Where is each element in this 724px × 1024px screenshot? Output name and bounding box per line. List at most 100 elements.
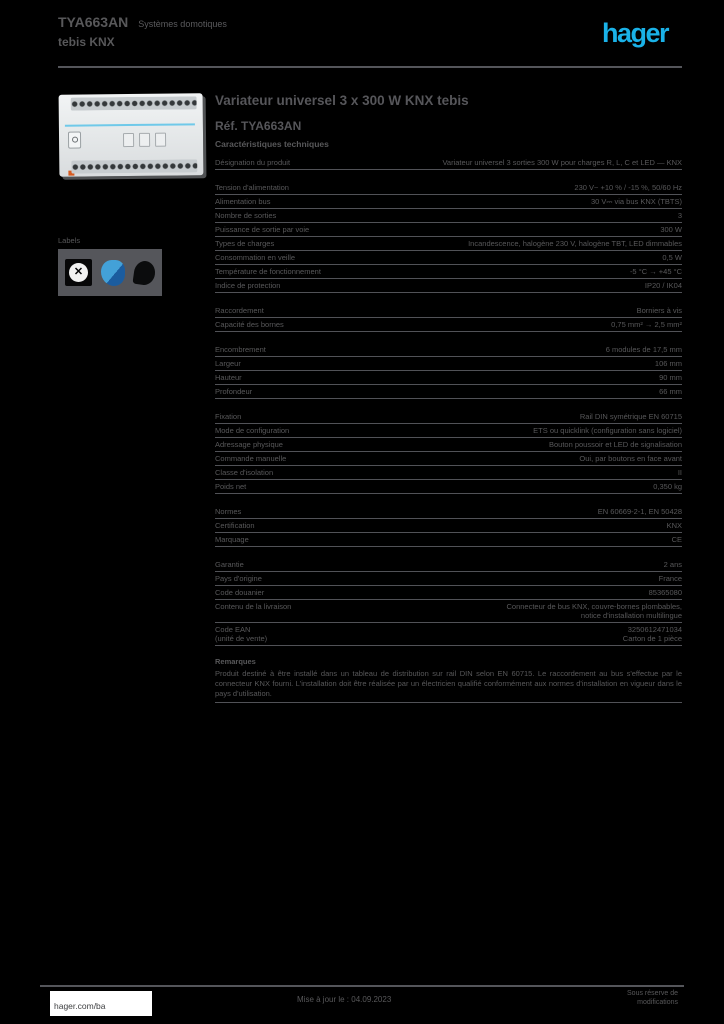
page-title: Variateur universel 3 x 300 W KNX tebis: [215, 93, 469, 108]
footer-updated-date: Mise à jour le : 04.09.2023: [297, 995, 392, 1004]
terminal-strip-bottom: [71, 159, 198, 174]
spec-row: Classe d'isolation II: [215, 466, 682, 480]
module-button: [122, 132, 135, 148]
spec-label: Poids net: [215, 482, 247, 491]
lamp-symbol-icon: [67, 131, 82, 149]
spec-row: Normes EN 60669-2-1, EN 50428: [215, 505, 682, 519]
spec-value: 6 modules de 17,5 mm: [605, 345, 682, 354]
knx-config-icon: ✕: [65, 259, 92, 286]
spec-label: Contenu de la livraison: [215, 602, 292, 611]
product-photo: [57, 86, 208, 182]
spec-value: Bouton poussoir et LED de signalisation: [548, 440, 682, 449]
spec-value: 230 V~ +10 % / -15 %, 50/60 Hz: [574, 183, 682, 192]
spec-label: Marquage: [215, 535, 249, 544]
spec-row: Poids net 0,350 kg: [215, 480, 682, 494]
spec-label: Nombre de sorties: [215, 211, 277, 220]
spec-label: Commande manuelle: [215, 454, 287, 463]
spec-value: 3: [677, 211, 682, 220]
spec-label: Indice de protection: [215, 281, 281, 290]
labels-caption: Labels: [58, 236, 81, 245]
spec-label: Garantie: [215, 560, 244, 569]
section-heading: Caractéristiques techniques: [215, 139, 329, 149]
spec-label: Certification: [215, 521, 255, 530]
spec-row: Garantie 2 ans: [215, 558, 682, 572]
spec-value: CE: [671, 535, 682, 544]
spec-row: Contenu de la livraison Connecteur de bus…: [215, 600, 682, 623]
spec-value: IP20 / IK04: [644, 281, 682, 290]
header: TYA663AN Systèmes domotiques: [58, 14, 227, 30]
spec-row: Adressage physique Bouton poussoir et LED…: [215, 438, 682, 452]
spec-row: Tension d'alimentation 230 V~ +10 % / -15…: [215, 181, 682, 195]
spec-label: Hauteur: [215, 373, 242, 382]
spec-value: France: [658, 574, 682, 583]
footer-website-box: hager.com/ba: [50, 991, 152, 1016]
spec-row: Puissance de sortie par voie 300 W: [215, 223, 682, 237]
spec-label: Classe d'isolation: [215, 468, 274, 477]
spec-value: EN 60669-2-1, EN 50428: [597, 507, 682, 516]
product-family: tebis KNX: [58, 35, 115, 49]
spec-value: 106 mm: [654, 359, 682, 368]
spec-value: 85365080: [648, 588, 682, 597]
spec-row: Fixation Rail DIN symétrique EN 60715: [215, 410, 682, 424]
spec-label: Encombrement: [215, 345, 266, 354]
spec-label: Mode de configuration: [215, 426, 290, 435]
spec-label: Raccordement: [215, 306, 264, 315]
spec-row: Encombrement 6 modules de 17,5 mm: [215, 343, 682, 357]
spec-label: Adressage physique: [215, 440, 283, 449]
hager-logo: hager: [601, 18, 670, 48]
spec-value: 30 V⎓ via bus KNX (TBTS): [590, 197, 682, 206]
spec-row: Nombre de sorties 3: [215, 209, 682, 223]
spec-value: Rail DIN symétrique EN 60715: [579, 412, 682, 421]
product-range: Systèmes domotiques: [138, 19, 227, 29]
footer-disclaimer: Sous réserve de modifications: [627, 990, 678, 1006]
spec-label: Désignation du produit: [215, 158, 291, 167]
module-button: [138, 132, 151, 147]
spec-value: 0,5 W: [662, 253, 682, 262]
note-text: Produit destiné à être installé dans un …: [215, 669, 682, 703]
reference-line: Réf. TYA663AN: [215, 119, 302, 133]
spec-label: Tension d'alimentation: [215, 183, 289, 192]
spec-value: 0,350 kg: [653, 482, 682, 491]
din-module-body: [58, 93, 204, 177]
spec-label: Alimentation bus: [215, 197, 271, 206]
note-block: Remarques Produit destiné à être install…: [215, 657, 682, 703]
spec-value: 300 W: [660, 225, 682, 234]
spec-value: KNX: [666, 521, 682, 530]
spec-section: Tension d'alimentation 230 V~ +10 % / -15…: [215, 181, 682, 293]
spec-value: -5 °C → +45 °C: [629, 267, 682, 276]
spec-row: Certification KNX: [215, 519, 682, 533]
spec-value: Incandescence, halogène 230 V, halogène …: [468, 239, 682, 248]
spec-label: Code EAN(unité de vente): [215, 625, 268, 643]
spec-label: Code douanier: [215, 588, 265, 597]
labels-box: ✕: [58, 249, 162, 296]
spec-value: 2 ans: [663, 560, 682, 569]
spec-value: Connecteur de bus KNX, couvre-bornes plo…: [506, 602, 682, 620]
spec-value: II: [677, 468, 682, 477]
module-blue-stripe: [64, 123, 195, 127]
spec-label: Fixation: [215, 412, 242, 421]
spec-label: Types de charges: [215, 239, 275, 248]
terminal-strip-top: [70, 96, 197, 111]
spec-row: Code douanier 85365080: [215, 586, 682, 600]
spec-label: Normes: [215, 507, 242, 516]
spec-label: Puissance de sortie par voie: [215, 225, 310, 234]
footer-website: hager.com/ba: [54, 1001, 106, 1011]
spec-row: Indice de protection IP20 / IK04: [215, 279, 682, 293]
